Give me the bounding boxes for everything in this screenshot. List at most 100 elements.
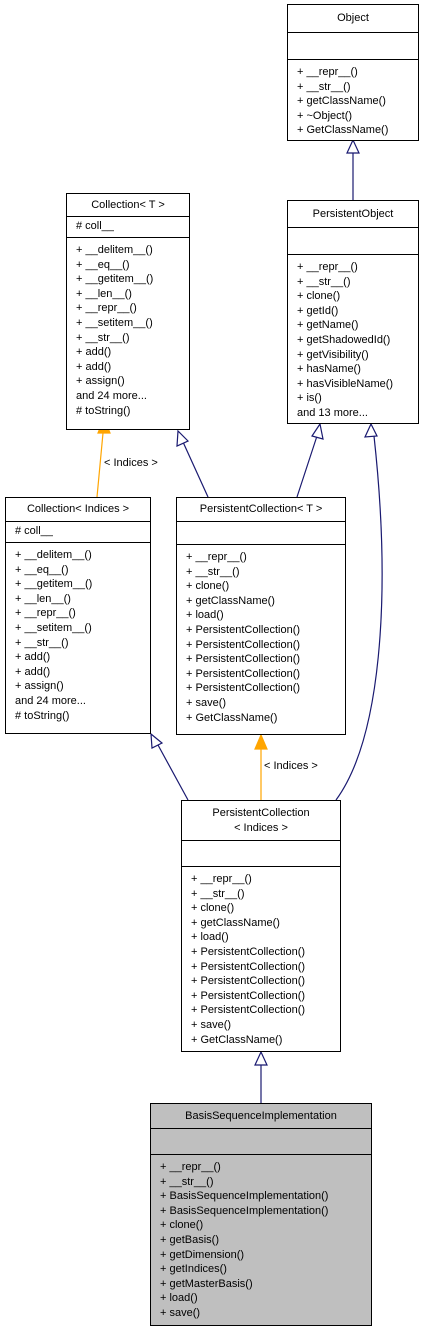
- class-collection-t[interactable]: Collection< T > # coll__ + __delitem__()+ …: [66, 193, 190, 430]
- class-title: Object: [288, 5, 418, 33]
- method-item: + GetClassName(): [191, 1033, 283, 1046]
- method-item: + __str__(): [15, 636, 69, 649]
- attributes-section: [288, 228, 418, 255]
- method-item: + getId(): [297, 304, 339, 317]
- edge-arrowhead: [254, 1050, 268, 1066]
- method-item: + getClassName(): [297, 95, 386, 108]
- class-title-text: BasisSequenceImplementation: [185, 1109, 337, 1122]
- attribute-item: # coll__: [76, 220, 114, 232]
- class-title: PersistentCollection< Indices >: [182, 801, 340, 841]
- methods-section: + __repr__()+ __str__()+ BasisSequenceIm…: [151, 1155, 371, 1321]
- method-item: + __repr__(): [297, 66, 358, 78]
- method-item: + assign(): [76, 375, 125, 388]
- method-item: + hasVisibleName(): [297, 377, 394, 390]
- method-item: + getClassName(): [186, 594, 275, 607]
- class-title-text: PersistentCollection: [212, 806, 310, 819]
- method-item: and 24 more...: [76, 389, 147, 402]
- method-item: and 13 more...: [297, 406, 368, 419]
- edge-collection-indices-to-collection-t: [96, 432, 104, 498]
- edge-label-persistentcollection-template: < Indices >: [264, 760, 318, 773]
- attributes-section: # coll__: [67, 217, 189, 238]
- methods-section: + __delitem__()+ __eq__()+ __getitem__()…: [67, 238, 189, 418]
- method-item: + PersistentCollection(): [191, 945, 306, 958]
- class-title-text: PersistentCollection< T >: [199, 503, 323, 516]
- class-title: PersistentCollection< T >: [177, 498, 345, 522]
- method-item: + __setitem__(): [15, 621, 92, 634]
- method-item: # toString(): [15, 709, 70, 722]
- method-item: + __repr__(): [297, 261, 358, 273]
- method-item: + __len__(): [76, 287, 132, 300]
- method-item: + add(): [76, 360, 112, 373]
- class-persistentobject[interactable]: PersistentObject + __repr__() + __str__() +…: [287, 200, 419, 424]
- class-title: BasisSequenceImplementation: [151, 1104, 371, 1129]
- method-item: + save(): [186, 696, 227, 709]
- methods-section: + __repr__() + __str__() + clone()+ getCla…: [182, 867, 340, 1047]
- method-item: + __eq__(): [76, 258, 130, 271]
- method-item: + __str__(): [191, 887, 245, 900]
- edge-persistentcollection-indices-to-persistentobject: [335, 435, 383, 801]
- method-item: + clone(): [191, 902, 235, 915]
- edge-arrowhead: [150, 732, 164, 749]
- attributes-section: [151, 1129, 371, 1155]
- attributes-section: [288, 33, 418, 60]
- method-item: + load(): [160, 1292, 198, 1305]
- method-item: + __delitem__(): [15, 549, 92, 561]
- class-object[interactable]: Object + __repr__() + __str__() + getClassN…: [287, 4, 419, 141]
- method-item: + __repr__(): [191, 873, 252, 885]
- method-item: + __len__(): [15, 592, 71, 605]
- class-title-text: Object: [337, 12, 369, 25]
- method-item: + ~Object(): [297, 109, 353, 122]
- method-item: + load(): [186, 609, 224, 622]
- method-item: + PersistentCollection(): [186, 638, 301, 651]
- method-item: + getVisibility(): [297, 348, 369, 361]
- class-basissequenceimplementation[interactable]: BasisSequenceImplementation + __repr__()+…: [150, 1103, 372, 1326]
- method-item: + __str__(): [297, 275, 351, 288]
- class-title-text: PersistentObject: [312, 207, 394, 220]
- method-item: and 24 more...: [15, 694, 86, 707]
- method-item: + __str__(): [297, 80, 351, 93]
- method-item: + getBasis(): [160, 1233, 219, 1246]
- class-title: PersistentObject: [288, 201, 418, 228]
- method-item: + getName(): [297, 319, 359, 332]
- class-persistentcollection-indices[interactable]: PersistentCollection< Indices > + __repr_…: [181, 800, 341, 1052]
- method-item: + GetClassName(): [186, 711, 278, 724]
- method-item: + save(): [160, 1306, 201, 1319]
- method-item: + BasisSequenceImplementation(): [160, 1204, 329, 1217]
- method-item: + getDimension(): [160, 1248, 245, 1261]
- edge-arrowhead: [346, 138, 360, 154]
- edge-persistentcollection-t-to-persistentobject: [296, 435, 318, 498]
- method-item: + PersistentCollection(): [191, 1004, 306, 1017]
- method-item: + __setitem__(): [76, 316, 153, 329]
- class-title: Collection< T >: [67, 194, 189, 217]
- method-item: + __str__(): [76, 331, 130, 344]
- method-item: + add(): [15, 665, 51, 678]
- method-item: + __getitem__(): [15, 578, 93, 591]
- method-item: + PersistentCollection(): [186, 623, 301, 636]
- method-item: + PersistentCollection(): [186, 653, 301, 666]
- attributes-section: # coll__: [6, 522, 150, 543]
- class-persistentcollection-t[interactable]: PersistentCollection< T > + __repr__()+ _…: [176, 497, 346, 735]
- method-item: + getIndices(): [160, 1263, 227, 1276]
- methods-section: + __repr__() + __str__() + getClassName()+…: [288, 60, 418, 138]
- method-item: + getMasterBasis(): [160, 1277, 253, 1290]
- edge-arrowhead: [364, 422, 378, 438]
- edge-arrowhead: [311, 422, 324, 440]
- method-item: + save(): [191, 1018, 232, 1031]
- class-collection-indices[interactable]: Collection< Indices > # coll__ + __delitem…: [5, 497, 151, 734]
- edge-persistentcollection-indices-to-collection-indices: [157, 744, 189, 801]
- method-item: # toString(): [76, 404, 131, 417]
- method-item: + BasisSequenceImplementation(): [160, 1190, 329, 1203]
- attribute-item: # coll__: [15, 525, 53, 537]
- methods-section: + __delitem__()+ __eq__()+ __getitem__()…: [6, 543, 150, 723]
- methods-section: + __repr__()+ __str__()+ clone()+ getCla…: [177, 545, 345, 725]
- method-item: + PersistentCollection(): [186, 682, 301, 695]
- method-item: + add(): [15, 651, 51, 664]
- method-item: + add(): [76, 346, 112, 359]
- attributes-section: [182, 841, 340, 867]
- edge-arrowhead: [176, 429, 190, 447]
- class-title: Collection< Indices >: [6, 498, 150, 522]
- edge-label-collection-template: < Indices >: [104, 457, 158, 470]
- method-item: + hasName(): [297, 363, 361, 376]
- method-item: + clone(): [297, 290, 341, 303]
- method-item: + getClassName(): [191, 916, 280, 929]
